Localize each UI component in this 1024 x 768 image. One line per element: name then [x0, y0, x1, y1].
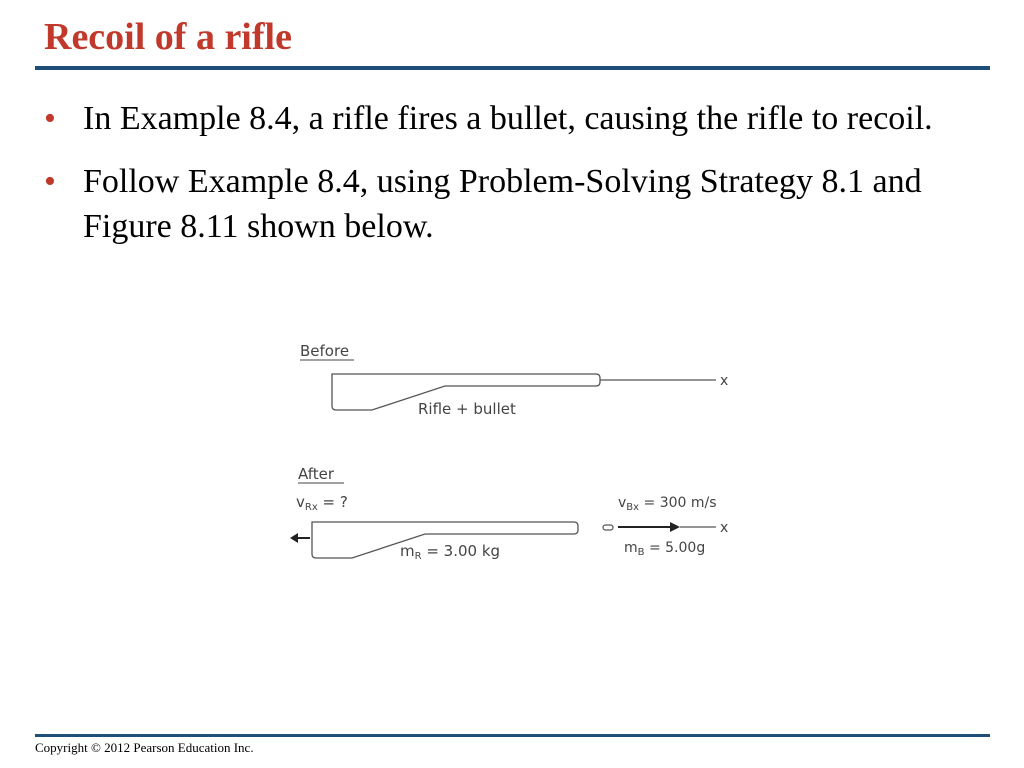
bullet-mass-value: = 5.00g — [645, 540, 706, 556]
rifle-velocity-value: = ? — [318, 493, 348, 511]
bullet-velocity-subscript: Bx — [626, 502, 639, 513]
before-x-axis-label: x — [720, 373, 728, 389]
rifle-after-shape — [311, 521, 579, 559]
bullet-text: In Example 8.4, a rifle fires a bullet, … — [83, 100, 933, 137]
rifle-before-shape — [331, 373, 601, 411]
bullet-shape — [602, 524, 614, 531]
slide-title: Recoil of a rifle — [44, 16, 292, 58]
bullet-marker: • — [44, 100, 56, 137]
footer-divider — [35, 734, 990, 737]
rifle-velocity-label: vRx = ? — [296, 493, 348, 513]
bullet-mass-label: mB = 5.00g — [624, 540, 705, 558]
rifle-mass-subscript: R — [415, 551, 422, 562]
after-heading: After — [298, 465, 335, 483]
after-x-axis-label: x — [720, 520, 728, 536]
bullet-mass-subscript: B — [638, 547, 645, 558]
rifle-plus-bullet-label: Rifle + bullet — [418, 400, 516, 418]
bullet-marker: • — [44, 163, 56, 200]
bullet-text: Follow Example 8.4, using Problem-Solvin… — [83, 163, 922, 245]
copyright-footer: Copyright © 2012 Pearson Education Inc. — [35, 740, 254, 755]
recoil-arrowhead — [290, 533, 298, 543]
bullet-velocity-value: = 300 m/s — [639, 495, 716, 511]
bullet-item: • In Example 8.4, a rifle fires a bullet… — [44, 96, 984, 141]
bullet-velocity-label: vBx = 300 m/s — [618, 495, 717, 513]
rifle-velocity-symbol: v — [296, 493, 305, 511]
bullet-mass-symbol: m — [624, 540, 638, 556]
bullet-item: • Follow Example 8.4, using Problem-Solv… — [44, 159, 984, 249]
title-divider — [35, 66, 990, 70]
bullet-list: • In Example 8.4, a rifle fires a bullet… — [44, 96, 984, 267]
bullet-velocity-arrowhead — [670, 522, 680, 532]
rifle-velocity-subscript: Rx — [305, 502, 318, 513]
rifle-mass-symbol: m — [400, 542, 415, 560]
bullet-velocity-symbol: v — [618, 495, 626, 511]
rifle-recoil-figure: Before x Rifle + bullet After vRx = ? mR… — [290, 342, 728, 562]
rifle-mass-value: = 3.00 kg — [422, 542, 500, 560]
rifle-mass-label: mR = 3.00 kg — [400, 542, 500, 562]
before-heading: Before — [300, 342, 349, 360]
